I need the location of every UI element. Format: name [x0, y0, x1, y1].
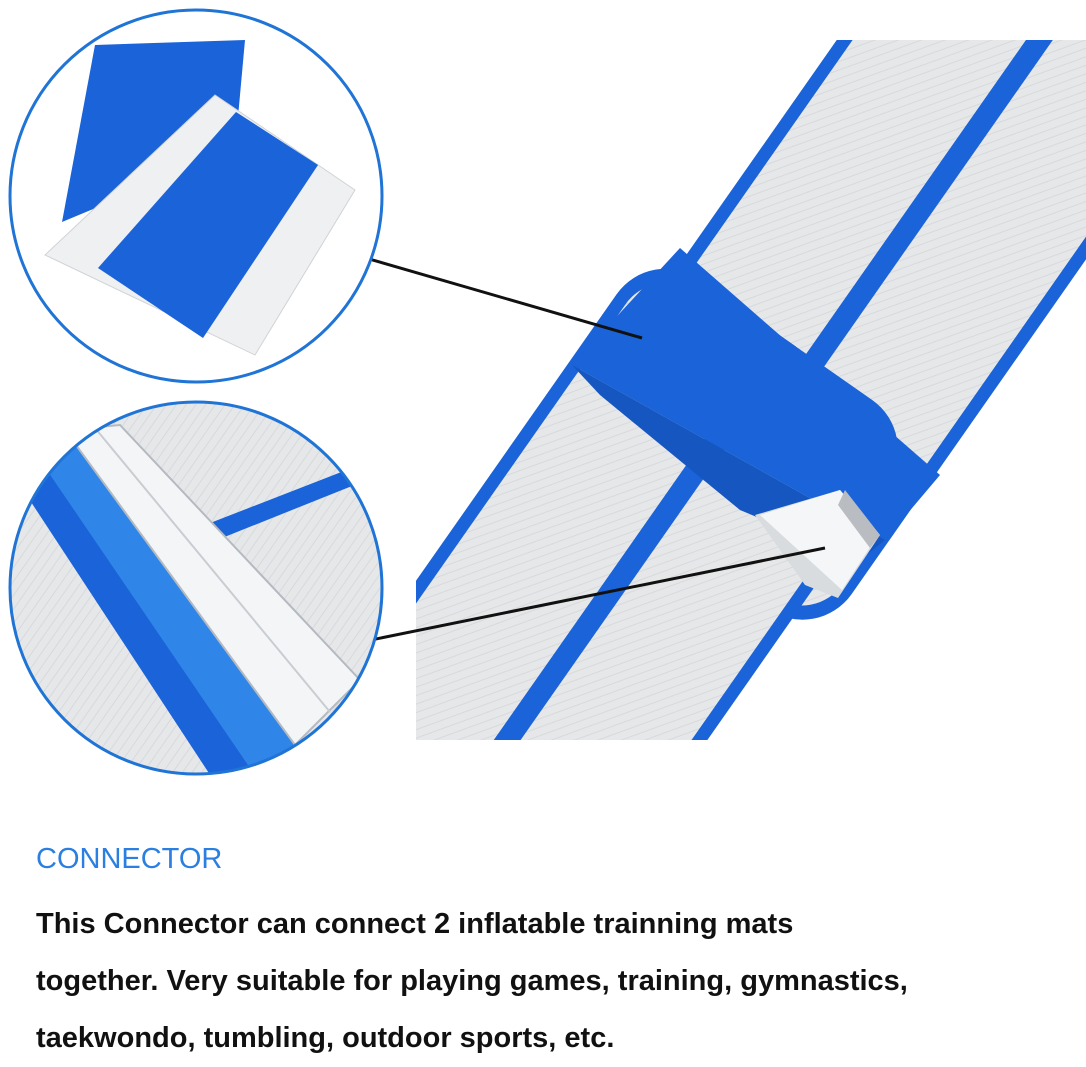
section-heading: CONNECTOR — [36, 843, 223, 875]
detail-circle-connector — [8, 8, 384, 384]
detail-circle-tape — [8, 400, 384, 776]
connector-patch — [572, 248, 940, 598]
product-description: This Connector can connect 2 inflatable … — [36, 896, 1056, 1067]
product-illustration — [8, 8, 1086, 776]
pointer-line-top — [337, 248, 643, 340]
main-mat-photo — [416, 40, 1086, 740]
description-line: taekwondo, tumbling, outdoor sports, etc… — [36, 1022, 615, 1054]
description-line: This Connector can connect 2 inflatable … — [36, 908, 794, 940]
description-line: together. Very suitable for playing game… — [36, 965, 908, 997]
